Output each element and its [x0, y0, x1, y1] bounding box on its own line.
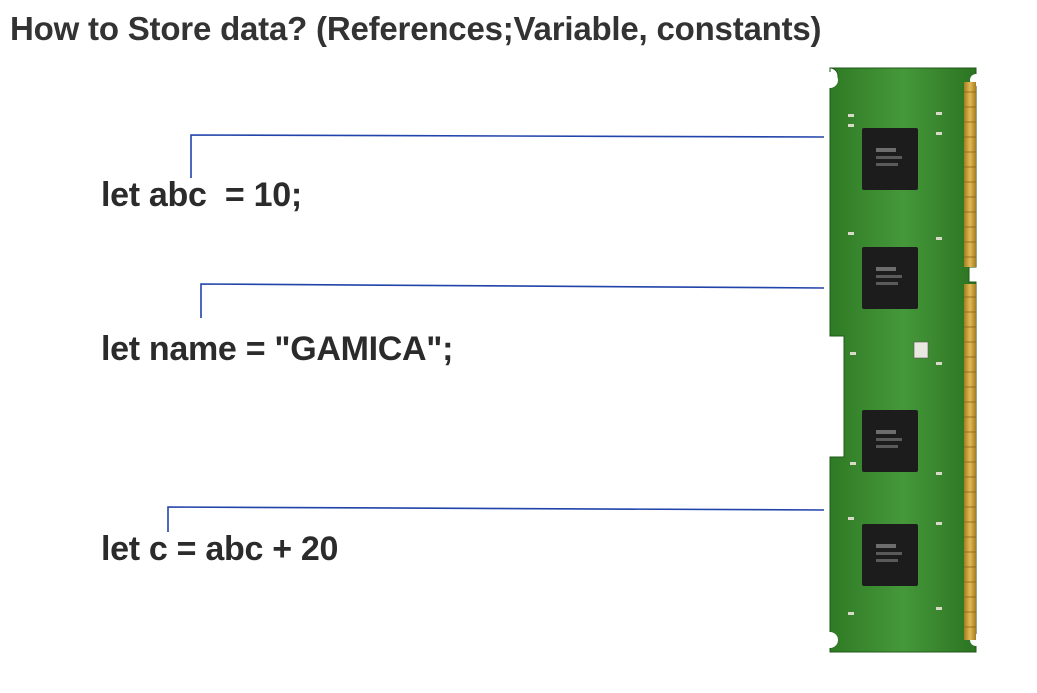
memory-chip-4	[862, 524, 918, 586]
connector-line-abc	[190, 134, 825, 178]
connector-line-c	[167, 506, 825, 532]
memory-chip-2	[862, 247, 918, 309]
ram-module-icon	[822, 67, 982, 653]
connector-line-name	[200, 283, 825, 318]
code-line-let-abc: let abc = 10;	[101, 176, 302, 214]
code-line-let-c: let c = abc + 20	[101, 530, 339, 568]
gold-contacts-upper	[964, 82, 976, 267]
ram-module-image	[818, 62, 990, 663]
code-line-let-name: let name = "GAMICA";	[101, 330, 454, 368]
slide-title: How to Store data? (References;Variable,…	[10, 10, 822, 47]
memory-chip-1	[862, 128, 918, 190]
memory-chip-3	[862, 410, 918, 472]
